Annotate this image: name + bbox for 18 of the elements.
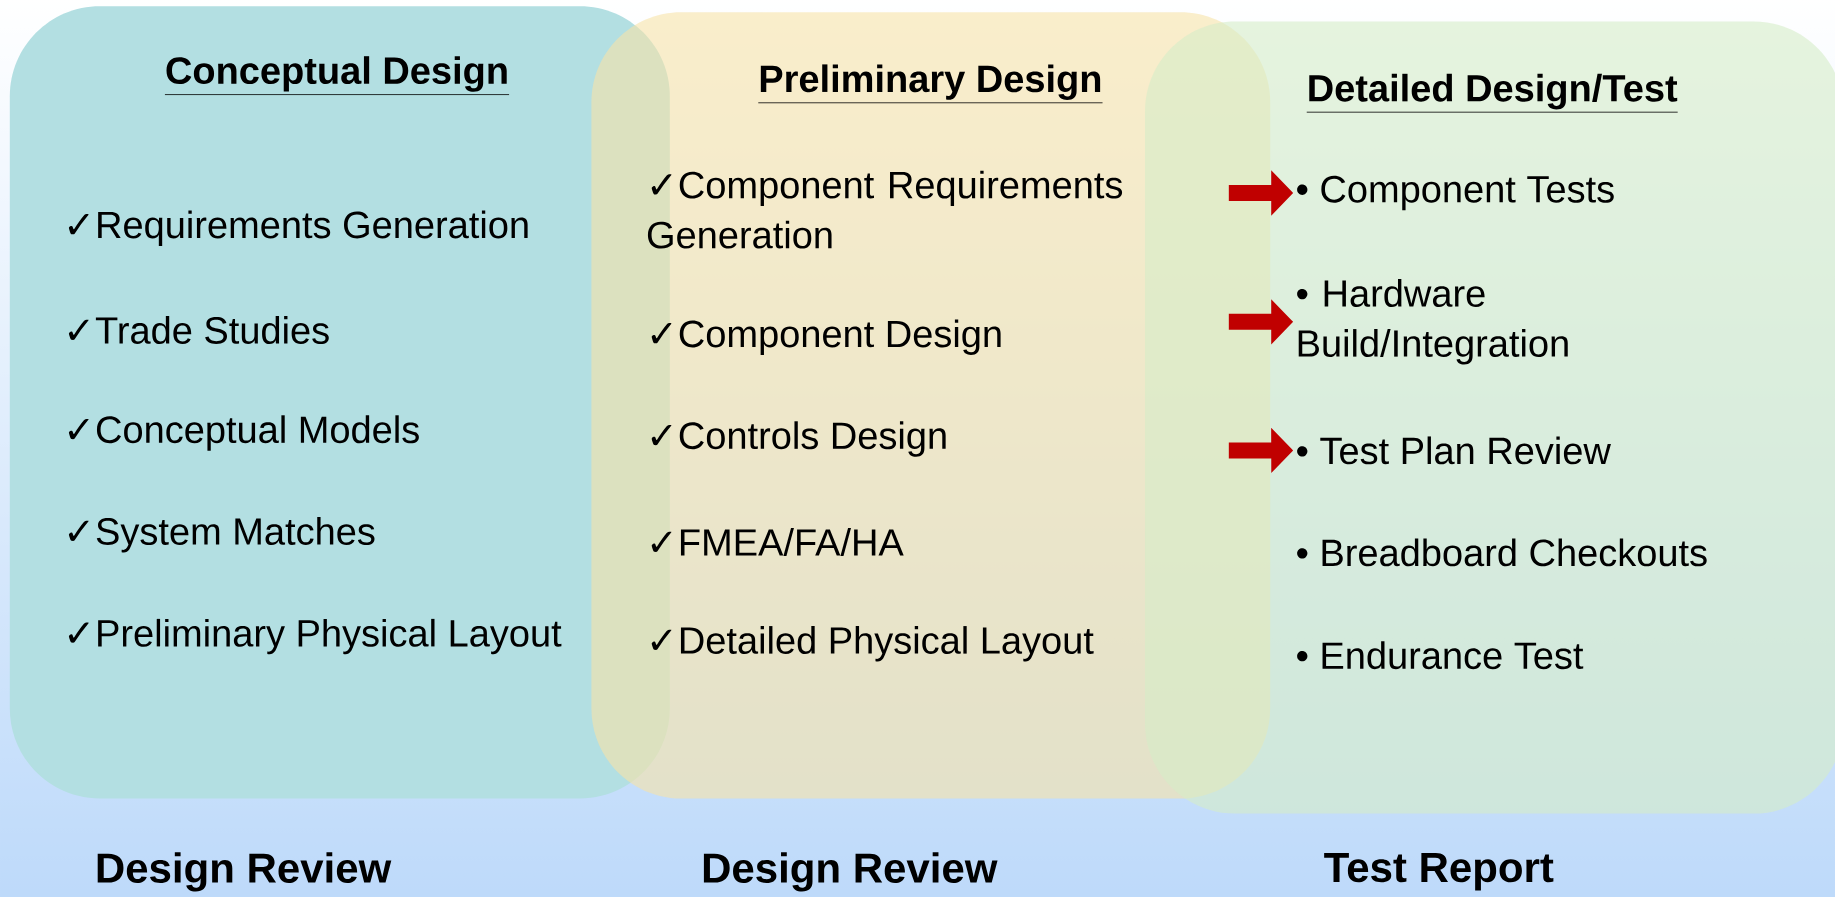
checklist-item: ✓Requirements Generation	[68, 210, 528, 246]
bullet-item: • Endurance Test	[1297, 641, 1584, 670]
checklist-item: ✓Component Design	[651, 319, 1001, 355]
review-label: Test Report	[1324, 853, 1554, 891]
checklist-item: ✓Trade Studies	[68, 316, 329, 344]
bullet-item: • Breadboard Checkouts	[1297, 538, 1707, 567]
bullet-item: • Test Plan Review	[1297, 436, 1611, 465]
checklist-item: ✓FMEA/FA/HA	[651, 528, 904, 556]
review-label: Design Review	[97, 852, 392, 892]
checklist-item: ✓Conceptual Models	[68, 415, 419, 451]
checklist-item: ✓Component Requirements Generation	[647, 170, 1123, 249]
bullet-item: • Component Tests	[1297, 175, 1614, 211]
review-label: Design Review	[703, 852, 998, 892]
bullet-item: • Hardware Build/Integration	[1297, 279, 1568, 365]
checklist-item: ✓Detailed Physical Layout	[651, 626, 1094, 662]
checklist-item: ✓Preliminary Physical Layout	[68, 618, 562, 655]
checklist-item: ✓System Matches	[68, 517, 375, 553]
checklist-item: ✓Controls Design	[651, 421, 946, 457]
